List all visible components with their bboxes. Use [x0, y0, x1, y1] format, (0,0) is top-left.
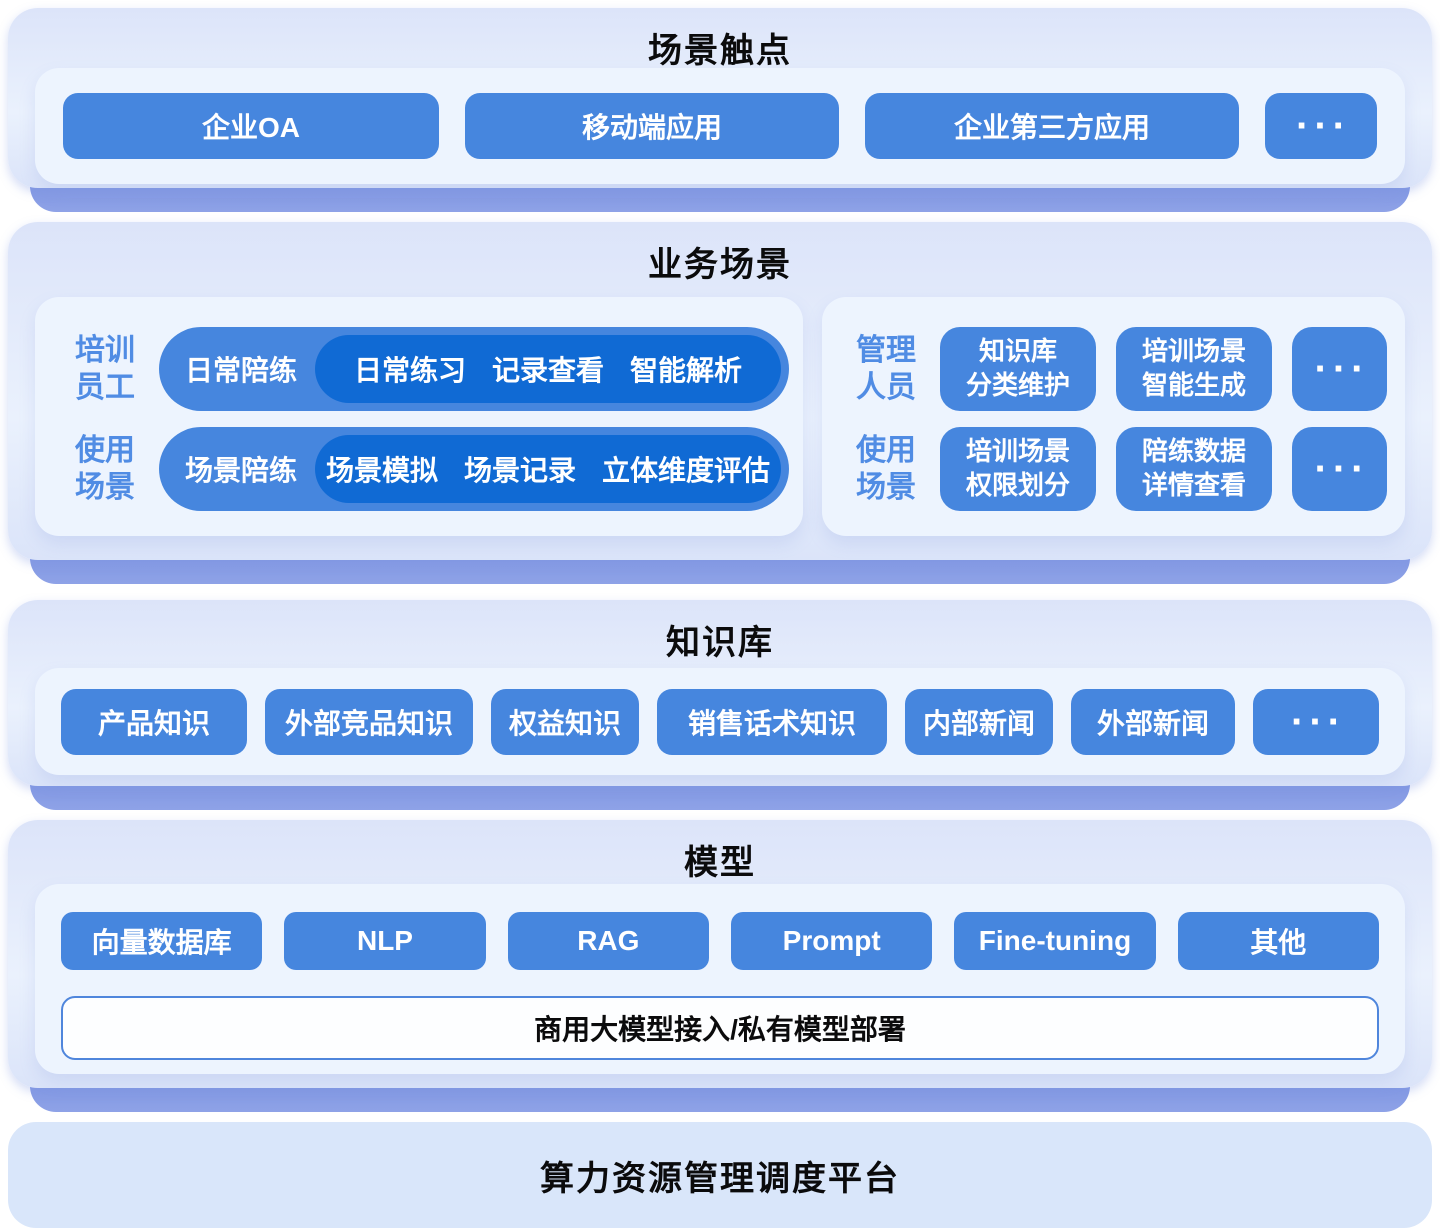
button-kb-category-maintenance[interactable]: 知识库 分类维护 [940, 327, 1096, 411]
model-button-row: 向量数据库 NLP RAG Prompt Fine-tuning 其他 [61, 912, 1379, 970]
button-fine-tuning[interactable]: Fine-tuning [954, 912, 1156, 970]
ellipsis-icon[interactable]: ··· [1292, 427, 1387, 511]
button-scenario-permission[interactable]: 培训场景 权限划分 [940, 427, 1096, 511]
button-label-line2: 智能生成 [1141, 370, 1246, 400]
button-internal-news[interactable]: 内部新闻 [905, 688, 1053, 755]
daily-training-pill[interactable]: 日常陪练 日常练习 记录查看 智能解析 [159, 327, 789, 411]
touchpoints-panel: 企业OA 移动端应用 企业第三方应用 ··· [35, 68, 1405, 184]
usage-label-line1: 使用 [856, 433, 916, 467]
scenario-training-row: 使用 场景 场景陪练 场景模拟 场景记录 立体维度评估 [75, 427, 789, 511]
daily-training-row: 培训 员工 日常陪练 日常练习 记录查看 智能解析 [75, 327, 789, 411]
layer-touchpoints: 场景触点 企业OA 移动端应用 企业第三方应用 ··· [8, 8, 1432, 212]
button-label-line1: 培训场景 [1141, 336, 1246, 367]
button-benefits-knowledge[interactable]: 权益知识 [491, 688, 639, 755]
manager-row: 管理 人员 知识库 分类维护 培训场景 智能生成 ··· [856, 327, 1387, 411]
manager-label-line2: 人员 [856, 371, 916, 404]
ellipsis-icon[interactable]: ··· [1292, 327, 1387, 411]
ellipsis-icon[interactable]: ··· [1253, 688, 1379, 755]
usage-label-line2: 场景 [75, 471, 135, 504]
model-panel: 向量数据库 NLP RAG Prompt Fine-tuning 其他 商用大模… [35, 884, 1405, 1074]
trainee-label-line1: 培训 [75, 333, 135, 367]
model-card: 模型 向量数据库 NLP RAG Prompt Fine-tuning 其他 商… [8, 820, 1432, 1088]
scenario-training-items: 场景模拟 场景记录 立体维度评估 [315, 435, 781, 503]
scenario-training-pill-label: 场景陪练 [185, 455, 298, 486]
button-label-line2: 权限划分 [965, 470, 1070, 500]
usage-label: 使用 场景 [856, 432, 920, 507]
trainee-label: 培训 员工 [75, 332, 139, 407]
business-panels: 培训 员工 日常陪练 日常练习 记录查看 智能解析 [35, 297, 1405, 536]
business-scenarios-card: 业务场景 培训 员工 日常陪练 日常练习 记录查看 智能 [8, 222, 1432, 560]
button-mobile-app[interactable]: 移动端应用 [465, 93, 839, 159]
daily-training-pill-label: 日常陪练 [185, 355, 298, 386]
button-label-line2: 详情查看 [1141, 470, 1246, 500]
model-access-bar[interactable]: 商用大模型接入/私有模型部署 [61, 996, 1379, 1060]
item-scenario-record[interactable]: 场景记录 [464, 455, 577, 486]
knowledge-base-card: 知识库 产品知识 外部竞品知识 权益知识 销售话术知识 内部新闻 外部新闻 ··… [8, 600, 1432, 786]
knowledge-base-panel: 产品知识 外部竞品知识 权益知识 销售话术知识 内部新闻 外部新闻 ··· [35, 668, 1405, 775]
button-vector-database[interactable]: 向量数据库 [61, 912, 263, 970]
manager-usage-panel: 管理 人员 知识库 分类维护 培训场景 智能生成 ··· [822, 297, 1405, 536]
layer-knowledge-base: 知识库 产品知识 外部竞品知识 权益知识 销售话术知识 内部新闻 外部新闻 ··… [8, 600, 1432, 810]
manager-usage-row: 使用 场景 培训场景 权限划分 陪练数据 详情查看 ··· [856, 427, 1387, 511]
button-nlp[interactable]: NLP [284, 912, 486, 970]
button-training-data-detail[interactable]: 陪练数据 详情查看 [1116, 427, 1272, 511]
button-label-line2: 分类维护 [965, 370, 1070, 400]
button-other[interactable]: 其他 [1177, 912, 1379, 970]
button-sales-script-knowledge[interactable]: 销售话术知识 [657, 688, 887, 755]
compute-platform-card: 算力资源管理调度平台 [8, 1122, 1432, 1228]
button-rag[interactable]: RAG [507, 912, 709, 970]
button-external-news[interactable]: 外部新闻 [1071, 688, 1235, 755]
button-competitor-knowledge[interactable]: 外部竞品知识 [265, 688, 473, 755]
touchpoints-card: 场景触点 企业OA 移动端应用 企业第三方应用 ··· [8, 8, 1432, 188]
button-scenario-smart-generation[interactable]: 培训场景 智能生成 [1116, 327, 1272, 411]
button-label-line1: 培训场景 [965, 436, 1070, 467]
item-scenario-simulation[interactable]: 场景模拟 [325, 455, 438, 486]
item-smart-analysis[interactable]: 智能解析 [630, 355, 743, 386]
trainee-usage-panel: 培训 员工 日常陪练 日常练习 记录查看 智能解析 [35, 297, 803, 536]
ellipsis-icon[interactable]: ··· [1265, 93, 1377, 159]
manager-label-line1: 管理 [856, 333, 916, 367]
layer-title-business-scenarios: 业务场景 [648, 246, 792, 284]
usage-label-line1: 使用 [75, 433, 135, 467]
item-record-view[interactable]: 记录查看 [492, 355, 605, 386]
layer-compute-platform: 算力资源管理调度平台 [8, 1122, 1432, 1228]
item-multidimensional-evaluation[interactable]: 立体维度评估 [602, 455, 771, 486]
button-third-party-app[interactable]: 企业第三方应用 [865, 93, 1239, 159]
usage-label: 使用 场景 [75, 432, 139, 507]
manager-label: 管理 人员 [856, 332, 920, 407]
trainee-label-line2: 员工 [75, 371, 135, 404]
layer-title-touchpoints: 场景触点 [648, 32, 792, 70]
item-daily-practice[interactable]: 日常练习 [353, 355, 466, 386]
daily-training-items: 日常练习 记录查看 智能解析 [315, 335, 781, 403]
button-label-line1: 陪练数据 [1141, 436, 1246, 467]
usage-label-line2: 场景 [856, 471, 916, 504]
button-enterprise-oa[interactable]: 企业OA [63, 93, 439, 159]
scenario-training-pill[interactable]: 场景陪练 场景模拟 场景记录 立体维度评估 [159, 427, 789, 511]
layer-model: 模型 向量数据库 NLP RAG Prompt Fine-tuning 其他 商… [8, 820, 1432, 1112]
button-product-knowledge[interactable]: 产品知识 [61, 688, 247, 755]
layer-title-knowledge-base: 知识库 [666, 624, 774, 662]
button-prompt[interactable]: Prompt [730, 912, 933, 970]
button-label-line1: 知识库 [978, 336, 1057, 367]
layer-title-model: 模型 [684, 844, 756, 882]
layer-business-scenarios: 业务场景 培训 员工 日常陪练 日常练习 记录查看 智能 [8, 222, 1432, 584]
